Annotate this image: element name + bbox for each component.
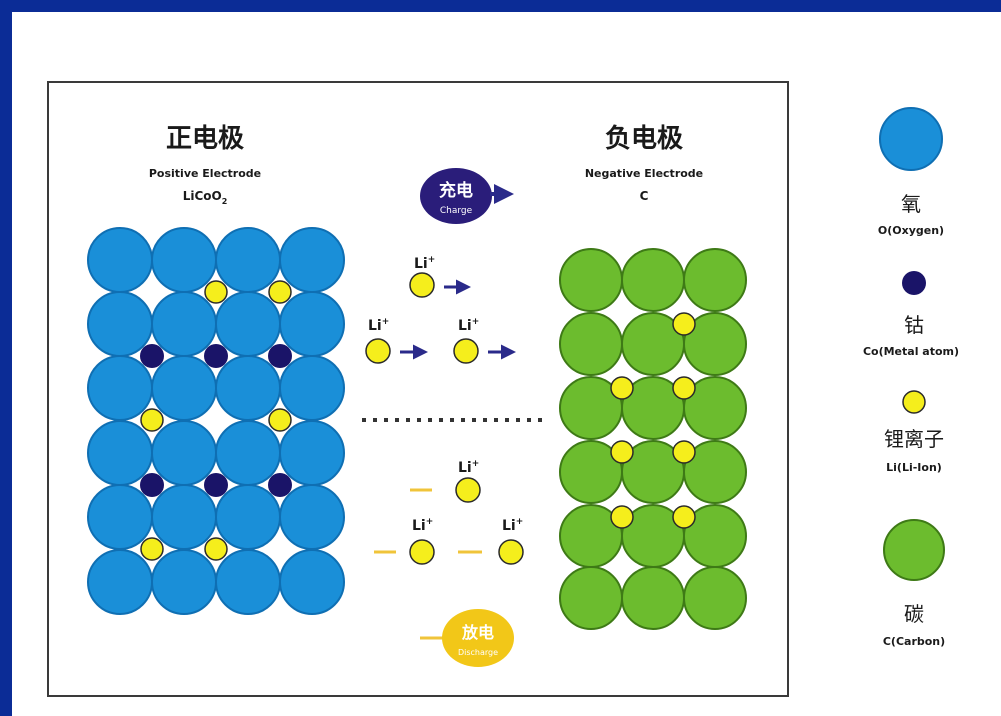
carbon-atom (683, 376, 747, 440)
charge-badge-label-en: Charge (440, 206, 473, 216)
legend-cobalt-icon (902, 271, 926, 295)
oxygen-atom (87, 484, 153, 550)
oxygen-atom (215, 291, 281, 357)
discharge-badge-label-cn: 放电 (461, 623, 494, 642)
cobalt-atom (140, 473, 164, 497)
lithium-ion (409, 272, 435, 298)
lithium-ion (140, 537, 164, 561)
lithium-ion (268, 408, 292, 432)
li-ion-label: Li+ (414, 255, 435, 272)
carbon-atom (621, 248, 685, 312)
legend-carbon-label-cn: 碳 (904, 602, 924, 626)
cobalt-atom (204, 344, 228, 368)
carbon-atom (559, 312, 623, 376)
cobalt-atom (268, 344, 292, 368)
carbon-atom (559, 566, 623, 630)
oxygen-atom (279, 291, 345, 357)
lithium-ion (455, 477, 481, 503)
carbon-atom (621, 566, 685, 630)
carbon-atom (683, 248, 747, 312)
oxygen-atom (151, 549, 217, 615)
lithium-ion (672, 440, 696, 464)
oxygen-atom (151, 227, 217, 293)
li-ion-label: Li+ (368, 317, 389, 334)
oxygen-atom (151, 484, 217, 550)
legend-oxygen-label-cn: 氧 (901, 192, 921, 216)
discharge-badge: 放电 Discharge (420, 609, 514, 667)
legend-oxygen-label-en: O(Oxygen) (878, 224, 944, 237)
legend-cobalt-label-cn: 钴 (904, 313, 924, 337)
lithium-ion (498, 539, 524, 565)
negative-electrode-formula: C (640, 189, 649, 203)
diagram-canvas: 正电极 Positive Electrode LiCoO2 负电极 Negati… (12, 12, 1001, 716)
oxygen-atom (151, 355, 217, 421)
discharge-badge-label-en: Discharge (458, 648, 498, 657)
charge-badge: 充电 Charge (420, 168, 514, 224)
oxygen-atom (215, 355, 281, 421)
legend-lithium-icon (902, 390, 926, 414)
oxygen-atom (279, 355, 345, 421)
lithium-ion (672, 312, 696, 336)
negative-electrode-lattice (559, 248, 747, 630)
oxygen-atom (215, 420, 281, 486)
legend-lithium-label-cn: 锂离子 (884, 427, 944, 451)
lithium-ion (610, 440, 634, 464)
lithium-ion (409, 539, 435, 565)
positive-electrode-formula: LiCoO2 (183, 189, 228, 206)
legend-carbon-icon (883, 519, 945, 581)
positive-electrode-title-cn: 正电极 (166, 124, 245, 154)
oxygen-atom (87, 549, 153, 615)
charge-badge-label-cn: 充电 (439, 180, 473, 201)
lithium-ion (140, 408, 164, 432)
oxygen-atom (151, 291, 217, 357)
migrating-ions: Li+ Li+ Li+ Li+ Li+ Li+ (365, 255, 524, 565)
oxygen-atom (87, 227, 153, 293)
oxygen-atom (215, 227, 281, 293)
legend-carbon-label-en: C(Carbon) (883, 635, 945, 648)
lithium-ion (365, 338, 391, 364)
lithium-ion (610, 376, 634, 400)
li-ion-label: Li+ (458, 317, 479, 334)
negative-electrode-title-cn: 负电极 (605, 124, 684, 154)
positive-electrode-title-en: Positive Electrode (149, 167, 261, 180)
negative-electrode-title-en: Negative Electrode (585, 167, 703, 180)
cobalt-atom (268, 473, 292, 497)
positive-electrode-lattice (87, 227, 345, 615)
carbon-atom (683, 440, 747, 504)
lithium-ion (610, 505, 634, 529)
oxygen-atom (279, 227, 345, 293)
legend-oxygen-icon (879, 107, 943, 171)
oxygen-atom (87, 355, 153, 421)
oxygen-atom (215, 484, 281, 550)
li-ion-label: Li+ (458, 459, 479, 476)
li-ion-label: Li+ (502, 517, 523, 534)
oxygen-atom (215, 549, 281, 615)
cobalt-atom (140, 344, 164, 368)
cobalt-atom (204, 473, 228, 497)
carbon-atom (683, 566, 747, 630)
lithium-ion (672, 505, 696, 529)
carbon-atom (559, 248, 623, 312)
lithium-ion (204, 537, 228, 561)
oxygen-atom (279, 549, 345, 615)
lithium-ion (268, 280, 292, 304)
legend-lithium-label-en: Li(Li-Ion) (886, 461, 942, 474)
legend: 氧 O(Oxygen) 钴 Co(Metal atom) 锂离子 Li(Li-I… (863, 107, 959, 648)
oxygen-atom (87, 291, 153, 357)
legend-cobalt-label-en: Co(Metal atom) (863, 345, 959, 358)
oxygen-atom (279, 484, 345, 550)
oxygen-atom (87, 420, 153, 486)
lithium-ion (672, 376, 696, 400)
carbon-atom (683, 312, 747, 376)
oxygen-atom (151, 420, 217, 486)
oxygen-atom (279, 420, 345, 486)
li-ion-label: Li+ (412, 517, 433, 534)
lithium-ion (453, 338, 479, 364)
lithium-ion (204, 280, 228, 304)
